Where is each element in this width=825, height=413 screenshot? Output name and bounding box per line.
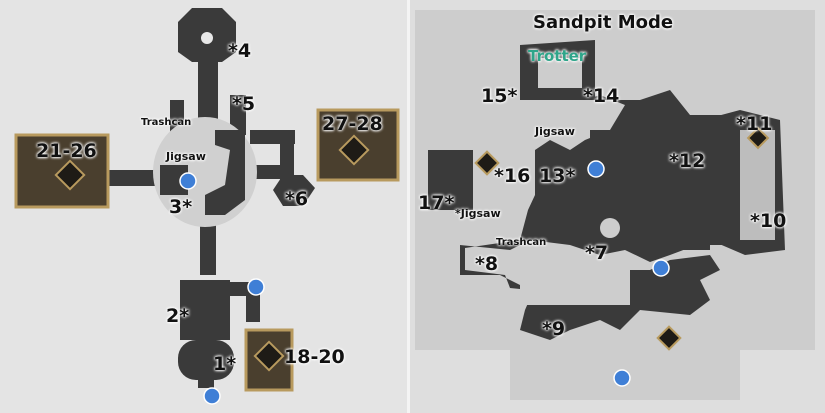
room-6 [273,175,315,206]
trashcan-label: Trashcan [141,117,192,128]
trashcan-right-label: Trashcan [496,237,547,248]
right-map-drawing [415,10,815,400]
label-21-26: 21-26 [36,140,97,162]
panel-divider [407,0,410,413]
left-corridors [108,60,295,388]
room-21-26 [14,133,110,209]
room-27-28 [316,108,400,182]
marker-15: 15* [481,85,518,107]
marker-3: 3* [169,196,193,218]
north-room-pillar [201,32,213,44]
west-room-17 [428,150,473,210]
marker-11: *11 [736,113,773,135]
jigsaw-bottom-label: *Jigsaw [455,207,501,220]
label-18-20: 18-20 [284,346,345,368]
trotter-loop-inner [538,58,582,88]
marker-4: *4 [228,40,252,62]
right-map-panel: Sandpit Mode Trotter 15* *14 Jigsaw *11 … [410,0,825,413]
map-title: Sandpit Mode [533,12,674,33]
marker-14: *14 [583,85,620,107]
trotter-label: Trotter [528,47,587,65]
room-18-20 [244,328,294,392]
central-pillar [600,218,620,238]
marker-5: *5 [232,93,256,115]
south-room [178,340,234,380]
marker-10: *10 [750,210,787,232]
south-plaza [520,265,630,305]
marker-17: 17* [418,192,455,214]
marker-6: *6 [285,188,309,210]
marker-12: *12 [669,150,706,172]
marker-2: 2* [166,305,190,327]
marker-16: *16 [494,165,531,187]
right-teleports [587,160,670,387]
east-floor [680,115,740,245]
left-map-panel: *4 *5 Trashcan Jigsaw 3* *6 21-26 27-28 … [0,0,408,413]
marker-13: 13* [539,165,576,187]
label-27-28: 27-28 [322,113,383,135]
plaza-walkway [205,130,245,215]
jigsaw-top-label: Jigsaw [535,125,575,138]
marker-7: *7 [585,242,609,264]
right-chest-markers [474,126,770,351]
marker-1: 1* [213,353,237,375]
marker-9: *9 [542,318,566,340]
marker-8: *8 [475,253,499,275]
left-map-drawing [14,8,400,405]
jigsaw-label: Jigsaw [166,150,206,163]
left-teleports [179,172,265,405]
